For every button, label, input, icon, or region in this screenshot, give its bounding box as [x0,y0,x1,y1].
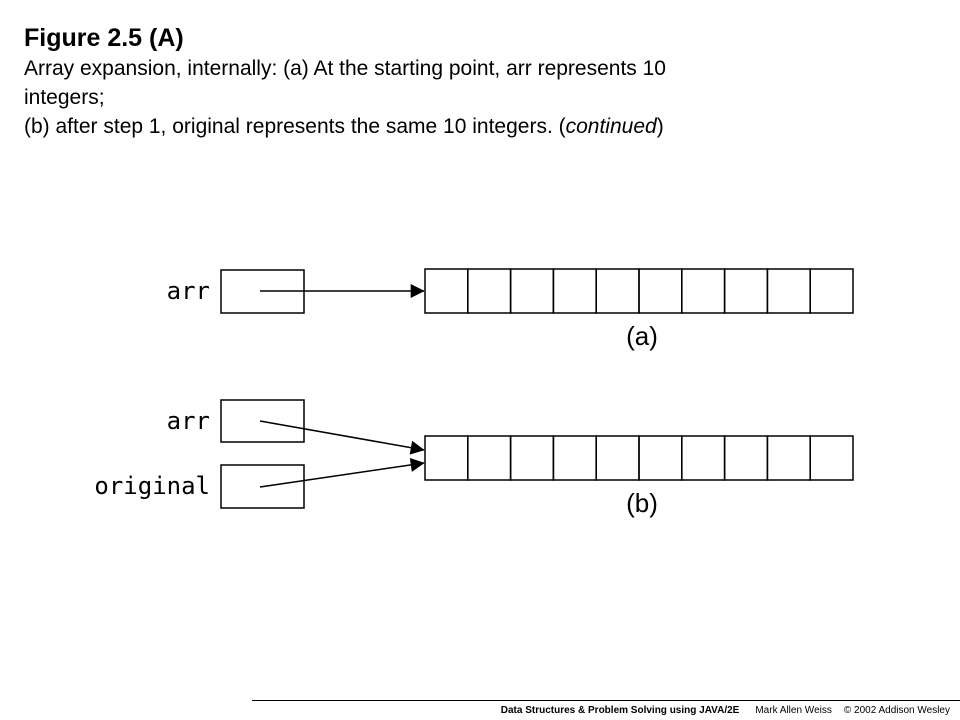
footer-copyright: © 2002 Addison Wesley [843,705,950,716]
pointer-arrow-original [259,457,425,488]
array-a-cell [723,268,769,314]
figure-caption: Figure 2.5 (A) Array expansion, internal… [24,22,924,141]
pointer-arrow-arr-b [259,420,425,455]
reference-box-arr-b [220,399,305,443]
footer: Data Structures & Problem Solving using … [0,705,950,717]
description-line-3-main: (b) after step 1, original represents th… [24,115,566,138]
part-b: arr original (b) [94,399,854,518]
array-a [424,268,854,314]
array-a-cell [638,268,683,314]
footer-book-title: Data Structures & Problem Solving using … [500,705,740,716]
array-b-cell [424,435,469,481]
description-line-3-end: ) [656,115,664,138]
figure-description: Array expansion, internally: (a) At the … [24,54,924,141]
array-b-cell [595,435,640,481]
figure-title: Figure 2.5 (A) [24,24,184,52]
array-b-cell [766,435,811,481]
array-a-cell [509,268,555,314]
array-b-cell [509,435,555,481]
part-a: arr (a) [167,268,854,351]
reference-box-original [220,464,305,509]
var-label-arr-b: arr [167,407,210,435]
description-line-2: integers; [24,86,105,109]
array-b-cell [638,435,683,481]
array-b-cell [467,435,512,481]
array-a-cell [595,268,640,314]
array-b [424,435,854,481]
array-a-cell [681,268,726,314]
footer-divider [252,700,960,701]
array-a-cell [552,268,597,314]
var-label-original: original [94,472,210,500]
part-label-b: (b) [626,488,658,518]
array-b-cell [681,435,726,481]
array-a-cell [809,268,854,314]
description-line-3: (b) after step 1, original represents th… [24,112,924,141]
array-a-cell [424,268,469,314]
description-line-1: Array expansion, internally: (a) At the … [24,57,666,80]
array-a-cell [766,268,811,314]
var-label-arr-a: arr [167,277,210,305]
array-b-cell [809,435,854,481]
footer-author: Mark Allen Weiss [755,705,832,716]
part-label-a: (a) [626,321,658,351]
array-a-cell [467,268,512,314]
description-continued: continued [565,115,657,138]
array-b-cell [552,435,597,481]
array-b-cell [723,435,769,481]
